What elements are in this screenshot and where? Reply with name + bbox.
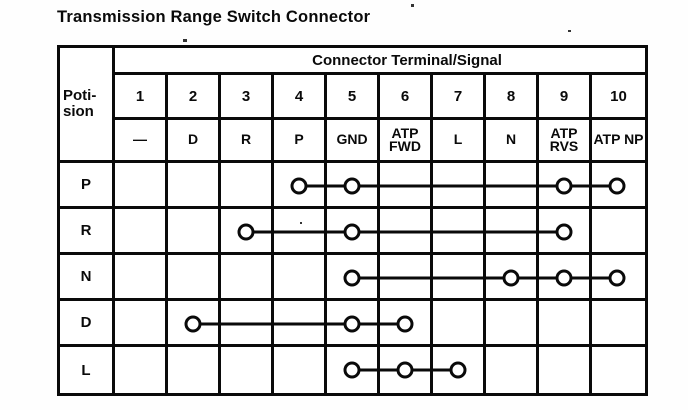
terminal-number-10: 10	[592, 75, 645, 120]
cell-R-7	[433, 209, 486, 255]
signal-terminal-3: R	[221, 120, 274, 163]
cell-R-8	[486, 209, 539, 255]
signal-terminal-8: N	[486, 120, 539, 163]
position-header-line1: Poti-	[63, 86, 97, 104]
cell-N-2	[168, 255, 221, 301]
cell-D-8	[486, 301, 539, 347]
cell-P-2	[168, 163, 221, 209]
cell-D-2	[168, 301, 221, 347]
terminal-number-1: 1	[115, 75, 168, 120]
cell-L-1	[115, 347, 168, 393]
cell-N-3	[221, 255, 274, 301]
terminal-number-6: 6	[380, 75, 433, 120]
scan-speck	[300, 222, 302, 224]
cell-N-4	[274, 255, 327, 301]
signal-terminal-5: GND	[327, 120, 380, 163]
signal-terminal-2: D	[168, 120, 221, 163]
cell-R-5	[327, 209, 380, 255]
position-label-R: R	[60, 209, 115, 255]
cell-N-7	[433, 255, 486, 301]
cell-P-1	[115, 163, 168, 209]
cell-D-7	[433, 301, 486, 347]
signal-terminal-7: L	[433, 120, 486, 163]
position-label-P: P	[60, 163, 115, 209]
cell-R-3	[221, 209, 274, 255]
position-label-N: N	[60, 255, 115, 301]
cell-N-5	[327, 255, 380, 301]
scan-speck	[411, 4, 414, 7]
cell-P-8	[486, 163, 539, 209]
cell-R-9	[539, 209, 592, 255]
scan-speck	[183, 39, 187, 42]
terminal-number-4: 4	[274, 75, 327, 120]
terminal-number-2: 2	[168, 75, 221, 120]
cell-P-9	[539, 163, 592, 209]
cell-L-7	[433, 347, 486, 393]
cell-L-2	[168, 347, 221, 393]
range-switch-continuity-table: Poti- sion Connector Terminal/Signal 1 2…	[57, 45, 648, 396]
cell-R-6	[380, 209, 433, 255]
cell-N-6	[380, 255, 433, 301]
cell-L-4	[274, 347, 327, 393]
position-label-L: L	[60, 347, 115, 393]
cell-L-8	[486, 347, 539, 393]
cell-D-9	[539, 301, 592, 347]
position-label-D: D	[60, 301, 115, 347]
page-title: Transmission Range Switch Connector	[57, 8, 371, 26]
cell-N-8	[486, 255, 539, 301]
cell-R-4	[274, 209, 327, 255]
cell-L-5	[327, 347, 380, 393]
cell-R-1	[115, 209, 168, 255]
cell-P-3	[221, 163, 274, 209]
terminal-number-8: 8	[486, 75, 539, 120]
cell-L-6	[380, 347, 433, 393]
cell-D-1	[115, 301, 168, 347]
cell-N-9	[539, 255, 592, 301]
cell-N-10	[592, 255, 645, 301]
signal-terminal-10: ATP NP	[592, 120, 645, 163]
position-header-line2: sion	[63, 103, 94, 120]
cell-D-4	[274, 301, 327, 347]
cell-D-5	[327, 301, 380, 347]
signal-terminal-9: ATP RVS	[539, 120, 592, 163]
cell-P-7	[433, 163, 486, 209]
cell-P-4	[274, 163, 327, 209]
cell-P-10	[592, 163, 645, 209]
signal-terminal-4: P	[274, 120, 327, 163]
signal-terminal-6: ATP FWD	[380, 120, 433, 163]
cell-R-10	[592, 209, 645, 255]
cell-D-3	[221, 301, 274, 347]
cell-P-5	[327, 163, 380, 209]
cell-N-1	[115, 255, 168, 301]
position-column-header: Poti- sion	[60, 48, 115, 163]
cell-L-9	[539, 347, 592, 393]
connector-terminal-signal-header: Connector Terminal/Signal	[115, 48, 645, 75]
terminal-number-9: 9	[539, 75, 592, 120]
scan-speck	[568, 30, 571, 32]
cell-P-6	[380, 163, 433, 209]
terminal-number-7: 7	[433, 75, 486, 120]
signal-terminal-1: —	[115, 120, 168, 163]
cell-R-2	[168, 209, 221, 255]
terminal-number-3: 3	[221, 75, 274, 120]
cell-L-10	[592, 347, 645, 393]
cell-L-3	[221, 347, 274, 393]
cell-D-10	[592, 301, 645, 347]
terminal-number-5: 5	[327, 75, 380, 120]
cell-D-6	[380, 301, 433, 347]
